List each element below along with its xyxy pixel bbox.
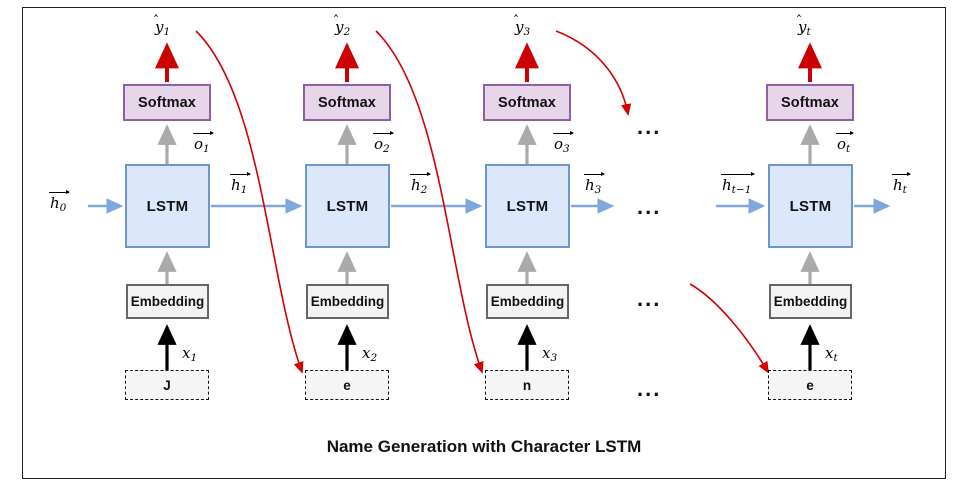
lstm-box-1[interactable]: LSTM (125, 164, 210, 248)
lstm-box-2[interactable]: LSTM (305, 164, 390, 248)
label-yhat-1: ̂y1 (155, 18, 171, 38)
softmax-box-1[interactable]: Softmax (123, 84, 211, 121)
label-yhat-2: ̂y2 (335, 18, 351, 38)
diagram-title: Name Generation with Character LSTM (326, 437, 642, 456)
label-o-3: o3 (553, 130, 574, 154)
ellipsis-embedding-row: ... (637, 286, 662, 311)
softmax-box-2[interactable]: Softmax (303, 84, 391, 121)
label-h-t: ht (892, 171, 911, 195)
label-h-1: h1 (230, 171, 252, 195)
embedding-box-3[interactable]: Embedding (486, 284, 569, 319)
label-o-2: o2 (373, 130, 394, 154)
ellipsis-softmax-row: ... (637, 114, 662, 139)
label-yhat-t: ̂yt (798, 18, 811, 38)
label-o-t: ot (836, 130, 855, 154)
label-h-2: h2 (410, 171, 432, 195)
ellipsis-char-row: ... (637, 376, 662, 401)
ellipsis-lstm-row: ... (637, 194, 662, 219)
label-h0: h0 (49, 189, 71, 213)
label-h-t-minus-1: ht−1 (721, 171, 756, 195)
label-yhat-3: ̂y3 (515, 18, 531, 38)
label-o-1: o1 (193, 130, 214, 154)
embedding-box-2[interactable]: Embedding (306, 284, 389, 319)
char-box-3[interactable]: n (485, 370, 569, 400)
lstm-box-3[interactable]: LSTM (485, 164, 570, 248)
char-box-t[interactable]: e (768, 370, 852, 400)
softmax-box-3[interactable]: Softmax (483, 84, 571, 121)
label-x-t: xt (825, 344, 838, 364)
label-x-1: x1 (182, 344, 198, 364)
lstm-box-t[interactable]: LSTM (768, 164, 853, 248)
label-h-3: h3 (584, 171, 606, 195)
char-box-1[interactable]: J (125, 370, 209, 400)
label-x-3: x3 (542, 344, 558, 364)
char-box-2[interactable]: e (305, 370, 389, 400)
embedding-box-t[interactable]: Embedding (769, 284, 852, 319)
softmax-box-t[interactable]: Softmax (766, 84, 854, 121)
label-x-2: x2 (362, 344, 378, 364)
embedding-box-1[interactable]: Embedding (126, 284, 209, 319)
